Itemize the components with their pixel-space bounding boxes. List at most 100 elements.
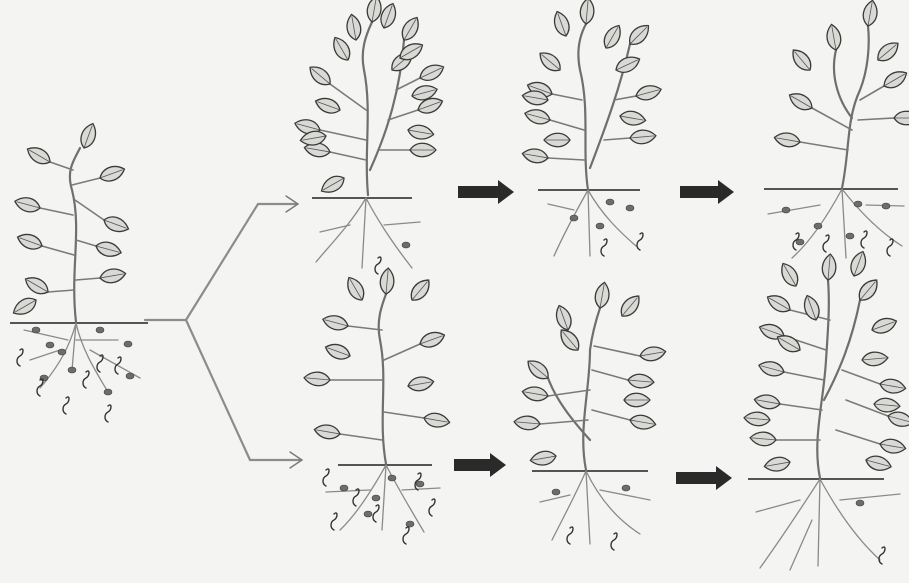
leaf-lower-stage-1 xyxy=(313,423,341,441)
lower-branch xyxy=(186,320,300,460)
leaf-lower-stage-3 xyxy=(873,397,900,413)
leaf-lower-stage-2 xyxy=(629,413,657,431)
leaf-lower-stage-3 xyxy=(879,437,907,455)
leaf-upper-stage-2 xyxy=(600,22,625,51)
leaf-upper-stage-2 xyxy=(619,109,647,127)
leaf-upper-stage-1 xyxy=(318,172,347,197)
leaf-lower-stage-3 xyxy=(886,409,909,429)
origin-roots xyxy=(24,323,140,392)
root-nodule-upper-stage-3 xyxy=(854,201,862,207)
leaf-lower-stage-1 xyxy=(323,341,352,363)
leaf-origin-plant xyxy=(98,163,127,185)
root-nodule-upper-stage-2 xyxy=(606,199,614,205)
progression-arrows xyxy=(454,180,734,490)
leaf-lower-stage-2 xyxy=(521,385,549,403)
leaf-upper-stage-2 xyxy=(536,48,565,75)
leaf-lower-stage-3 xyxy=(753,393,781,411)
earthworm-upper-stage-3 xyxy=(823,235,829,252)
leaf-lower-stage-1 xyxy=(423,411,451,429)
leaf-upper-stage-2 xyxy=(523,107,552,127)
root-nodule-origin-plant xyxy=(96,327,104,333)
upper-branch xyxy=(186,204,296,320)
leaf-lower-stage-3 xyxy=(757,359,786,379)
root-nodule-origin-plant xyxy=(124,341,132,347)
root-nodule-lower-stage-1 xyxy=(364,511,372,517)
leaf-upper-stage-1 xyxy=(398,14,423,43)
earthworm-upper-stage-2 xyxy=(637,233,643,250)
leaf-lower-stage-3 xyxy=(764,291,793,316)
leaf-lower-stage-2 xyxy=(529,449,557,467)
leaf-lower-stage-3 xyxy=(870,315,899,337)
root-nodule-origin-plant xyxy=(32,327,40,333)
leaf-lower-stage-2 xyxy=(624,393,650,407)
leaf-origin-plant xyxy=(99,267,127,285)
leaf-lower-stage-3 xyxy=(744,411,771,427)
root-nodule-origin-plant xyxy=(104,389,112,395)
root-nodule-upper-stage-2 xyxy=(596,223,604,229)
lower-arrow-1 xyxy=(454,453,506,477)
leaf-lower-stage-3 xyxy=(848,249,870,278)
leaf-upper-stage-1 xyxy=(410,143,436,157)
upper-arrow-2 xyxy=(680,180,734,204)
leaf-upper-stage-1 xyxy=(306,62,335,89)
leaf-upper-stage-3 xyxy=(874,38,903,65)
leaf-lower-stage-2 xyxy=(627,373,654,389)
earthworm-lower-stage-1 xyxy=(403,527,409,544)
root-nodule-lower-stage-1 xyxy=(416,481,424,487)
leaf-upper-stage-1 xyxy=(313,95,342,117)
root-nodule-origin-plant xyxy=(40,375,48,381)
leaf-lower-stage-1 xyxy=(343,274,368,303)
earthworm-origin-plant xyxy=(17,349,23,366)
leaf-origin-plant xyxy=(94,239,123,259)
leaf-lower-stage-1 xyxy=(379,268,395,295)
leaf-upper-stage-1 xyxy=(345,13,363,41)
leaf-upper-stage-2 xyxy=(634,83,663,103)
root-nodule-upper-stage-1 xyxy=(402,242,410,248)
leaf-lower-stage-2 xyxy=(617,292,644,321)
earthworm-lower-stage-1 xyxy=(429,499,435,516)
root-nodule-lower-stage-1 xyxy=(388,475,396,481)
leaf-origin-plant xyxy=(15,231,44,253)
earthworm-upper-stage-2 xyxy=(601,239,607,256)
root-nodule-origin-plant xyxy=(126,373,134,379)
leaf-lower-stage-1 xyxy=(418,329,447,351)
leaf-lower-stage-3 xyxy=(821,254,837,281)
root-nodule-lower-stage-1 xyxy=(340,485,348,491)
leaf-origin-plant xyxy=(102,214,131,236)
leaf-lower-stage-2 xyxy=(514,415,541,431)
leaf-lower-stage-1 xyxy=(407,375,435,393)
earthworm-upper-stage-1 xyxy=(375,257,381,274)
earthworm-origin-plant xyxy=(63,397,69,414)
leaf-lower-stage-3 xyxy=(777,260,802,289)
leaf-upper-stage-3 xyxy=(894,111,909,125)
split-connector xyxy=(145,196,302,468)
earthworm-lower-stage-1 xyxy=(331,513,337,530)
leaf-lower-stage-2 xyxy=(639,345,667,363)
root-nodule-upper-stage-3 xyxy=(782,207,790,213)
leaf-origin-plant xyxy=(78,121,100,150)
leaf-upper-stage-2 xyxy=(629,129,656,145)
lower-arrow-2 xyxy=(676,466,732,490)
earthworm-upper-stage-3 xyxy=(887,239,893,256)
leaf-upper-stage-1 xyxy=(407,123,435,141)
leaf-lower-stage-1 xyxy=(321,313,350,333)
earthworm-upper-stage-3 xyxy=(861,231,867,248)
leaf-lower-stage-2 xyxy=(593,281,611,309)
leaf-origin-plant xyxy=(13,195,42,215)
earthworm-lower-stage-3 xyxy=(879,547,885,564)
root-nodule-upper-stage-3 xyxy=(846,233,854,239)
earthworm-origin-plant xyxy=(83,371,89,388)
leaf-upper-stage-3 xyxy=(773,131,801,149)
root-nodule-lower-stage-2 xyxy=(552,489,560,495)
earthworm-lower-stage-1 xyxy=(353,489,359,506)
root-nodule-lower-stage-3 xyxy=(856,500,864,506)
leaf-lower-stage-3 xyxy=(864,453,893,473)
leaf-lower-stage-2 xyxy=(556,326,583,355)
leaf-lower-stage-1 xyxy=(407,276,434,305)
leaf-upper-stage-3 xyxy=(786,89,815,114)
earthworm-origin-plant xyxy=(105,405,111,422)
earthworm-lower-stage-2 xyxy=(611,533,617,550)
leaf-origin-plant xyxy=(22,273,51,298)
leaf-upper-stage-3 xyxy=(861,0,879,27)
